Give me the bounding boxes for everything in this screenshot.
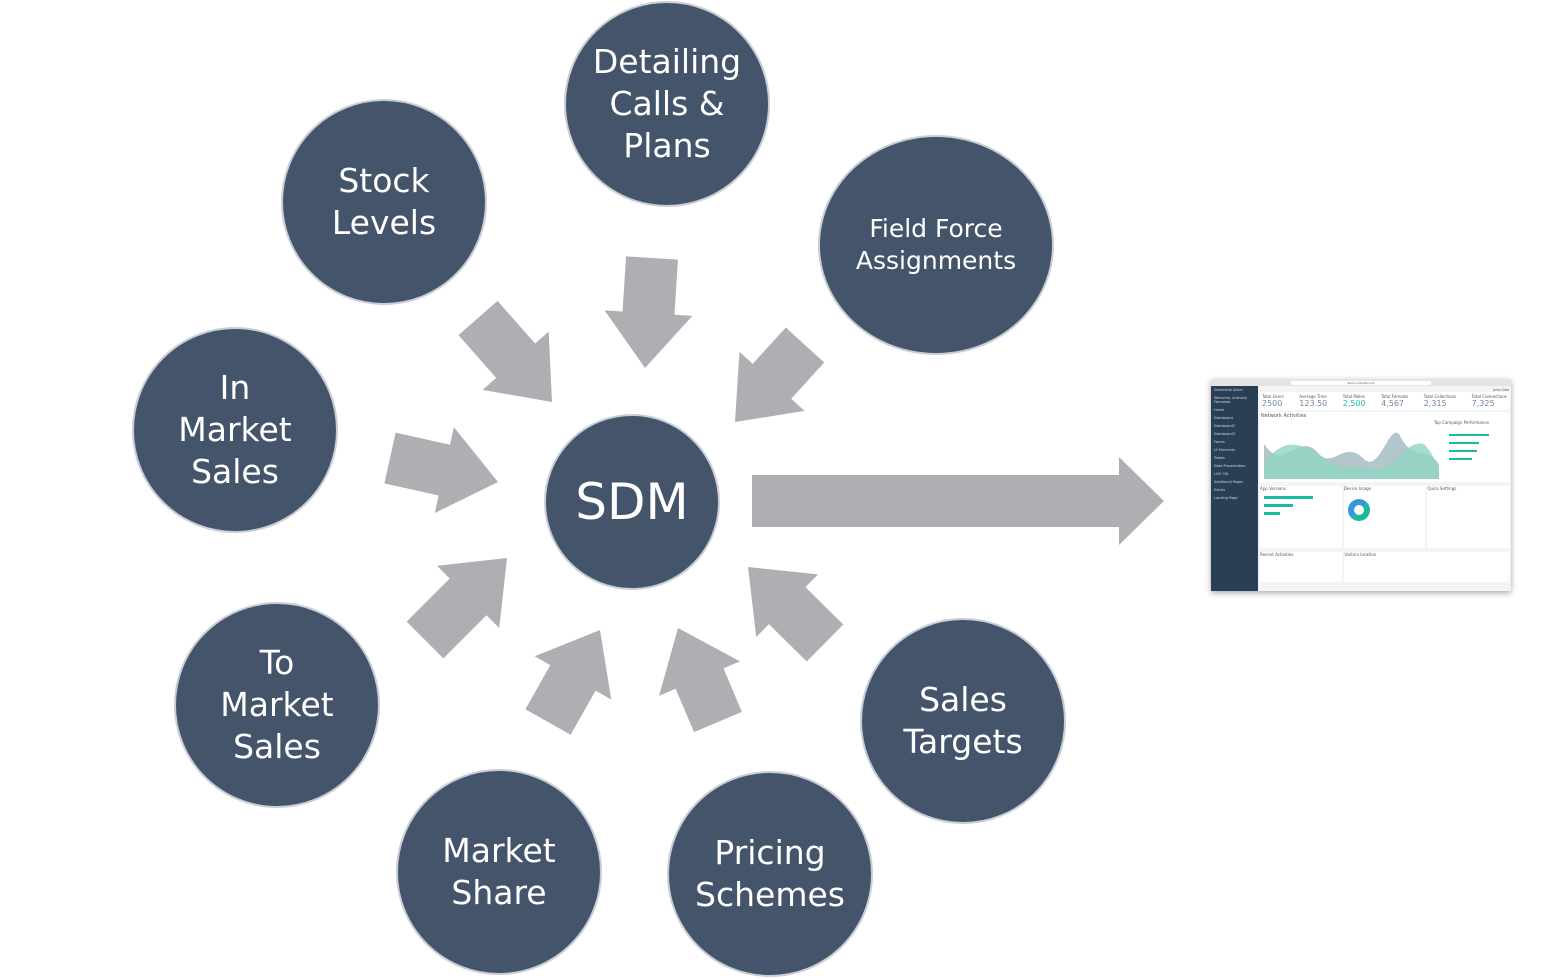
browser-bar: demo.colorlib.com [1211, 379, 1511, 386]
arrow-from-stock-levels [458, 300, 552, 402]
node-in-market-sales: In Market Sales [132, 327, 338, 533]
welcome-text: Welcome, Anthony Fernando [1214, 396, 1247, 404]
quick-settings-panel: Quick Settings [1427, 486, 1510, 548]
arrow-from-pricing-schemes [659, 628, 742, 733]
menu-item: Dashboard3 [1214, 432, 1236, 436]
menu-item: Landing Page [1214, 496, 1238, 500]
arrow-from-in-market-sales [384, 427, 498, 514]
dashboard-screenshot: demo.colorlib.com Gentelella Alela! Welc… [1211, 379, 1511, 591]
menu-item: Forms [1214, 440, 1225, 444]
dashboard-sidebar: Gentelella Alela! Welcome, Anthony Ferna… [1211, 386, 1258, 591]
menu-item: Data Presentation [1214, 464, 1246, 468]
recent-activities-panel: Recent Activities [1260, 552, 1343, 582]
network-activities-panel: Network Activities Top Campaign Performa… [1260, 412, 1509, 482]
device-usage-panel: Device Usage [1343, 486, 1426, 548]
user-name: John Doe [1493, 388, 1509, 392]
node-detailing: Detailing Calls & Plans [564, 1, 770, 207]
arrow-from-to-market-sales [406, 558, 507, 659]
panels-row: App Versions Device Usage Quick Settings [1260, 484, 1510, 548]
app-name: Gentelella Alela! [1214, 388, 1243, 392]
node-stock-levels: Stock Levels [281, 99, 487, 305]
arrow-from-field-force [735, 327, 825, 422]
bottom-panels-row: Recent Activities Visitors location [1260, 550, 1509, 582]
url-bar: demo.colorlib.com [1291, 380, 1431, 385]
menu-item: Home [1214, 408, 1225, 412]
arrow-to-dashboard [752, 457, 1164, 545]
arrow-from-sales-targets [748, 567, 844, 662]
arrow-from-detailing [604, 256, 693, 368]
menu-item: Additional Pages [1214, 480, 1243, 484]
menu-item: UI Elements [1214, 448, 1236, 452]
node-sales-targets: Sales Targets [860, 618, 1066, 824]
node-field-force: Field Force Assignments [818, 135, 1054, 355]
menu-item: Extras [1214, 488, 1226, 492]
menu-item: Dashboard [1214, 416, 1233, 420]
menu-item: Dashboard2 [1214, 424, 1236, 428]
visitors-location-panel: Visitors location [1344, 552, 1509, 582]
area-chart-thumbnail [1264, 432, 1439, 479]
app-versions-panel: App Versions [1260, 486, 1342, 548]
menu-item: LIVE ON [1214, 472, 1229, 476]
node-sdm-hub: SDM [544, 414, 720, 590]
node-to-market-sales: To Market Sales [174, 602, 380, 808]
node-pricing-schemes: Pricing Schemes [667, 771, 873, 977]
node-market-share: Market Share [396, 769, 602, 975]
arrow-from-market-share [525, 630, 612, 735]
menu-item: Tables [1214, 456, 1225, 460]
